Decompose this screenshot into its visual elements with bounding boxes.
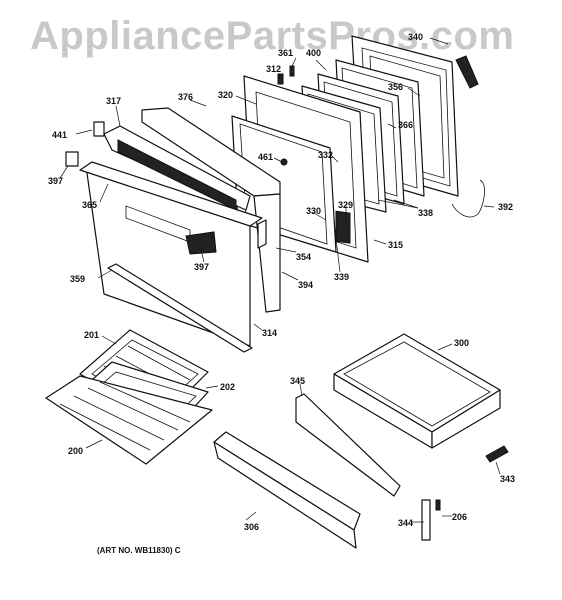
callout-441: 441: [52, 130, 68, 140]
callout-338: 338: [418, 208, 434, 218]
callout-314: 314: [262, 328, 278, 338]
callout-315: 315: [388, 240, 404, 250]
callout-392: 392: [498, 202, 514, 212]
screw-206: [435, 499, 441, 511]
callout-397-right: 397: [194, 262, 210, 272]
screw-461: [280, 158, 288, 166]
callout-202: 202: [220, 382, 236, 392]
art-number: (ART NO. WB11830) C: [97, 546, 181, 555]
bracket-441: [93, 121, 105, 137]
screw-361: [289, 65, 295, 77]
callout-361: 361: [278, 48, 294, 58]
drawer-body-300: [333, 333, 501, 449]
callout-201: 201: [84, 330, 100, 340]
callout-359: 359: [70, 274, 86, 284]
callout-320: 320: [218, 90, 234, 100]
callout-340: 340: [408, 32, 424, 42]
callout-206: 206: [452, 512, 468, 522]
callout-400: 400: [306, 48, 322, 58]
callout-356: 356: [388, 82, 404, 92]
callout-200: 200: [68, 446, 84, 456]
callout-366: 366: [398, 120, 414, 130]
door-bottom-trim-359: [107, 263, 253, 353]
callout-394: 394: [298, 280, 314, 290]
callout-343: 343: [500, 474, 516, 484]
hinge-354: [257, 219, 267, 249]
drawer-front-306: [213, 431, 361, 549]
callout-345: 345: [290, 376, 306, 386]
oven-rack-200: [45, 375, 213, 465]
door-handle-365: [79, 161, 263, 227]
callout-397-left: 397: [48, 176, 64, 186]
callout-317: 317: [106, 96, 122, 106]
callout-344: 344: [398, 518, 414, 528]
callout-339: 339: [334, 272, 350, 282]
callout-332: 332: [318, 150, 334, 160]
drawer-slide-344: [421, 499, 431, 541]
callout-376: 376: [178, 92, 194, 102]
door-handle-clip-right: [455, 55, 479, 89]
watermark-text: AppliancePartsPros.com: [30, 14, 515, 58]
callout-461: 461: [258, 152, 274, 162]
callout-312: 312: [266, 64, 282, 74]
screw-312: [277, 73, 284, 85]
callout-300: 300: [454, 338, 470, 348]
drawer-glide-343: [485, 445, 509, 463]
callout-330: 330: [306, 206, 322, 216]
callout-354: 354: [296, 252, 312, 262]
callout-306: 306: [244, 522, 260, 532]
door-gasket-wire-392: [451, 179, 485, 218]
drawer-back-panel-345: [295, 393, 401, 497]
callout-leaders: [59, 37, 501, 523]
callout-329: 329: [338, 200, 354, 210]
callout-365: 365: [82, 200, 98, 210]
end-cap-397-left: [65, 151, 79, 167]
